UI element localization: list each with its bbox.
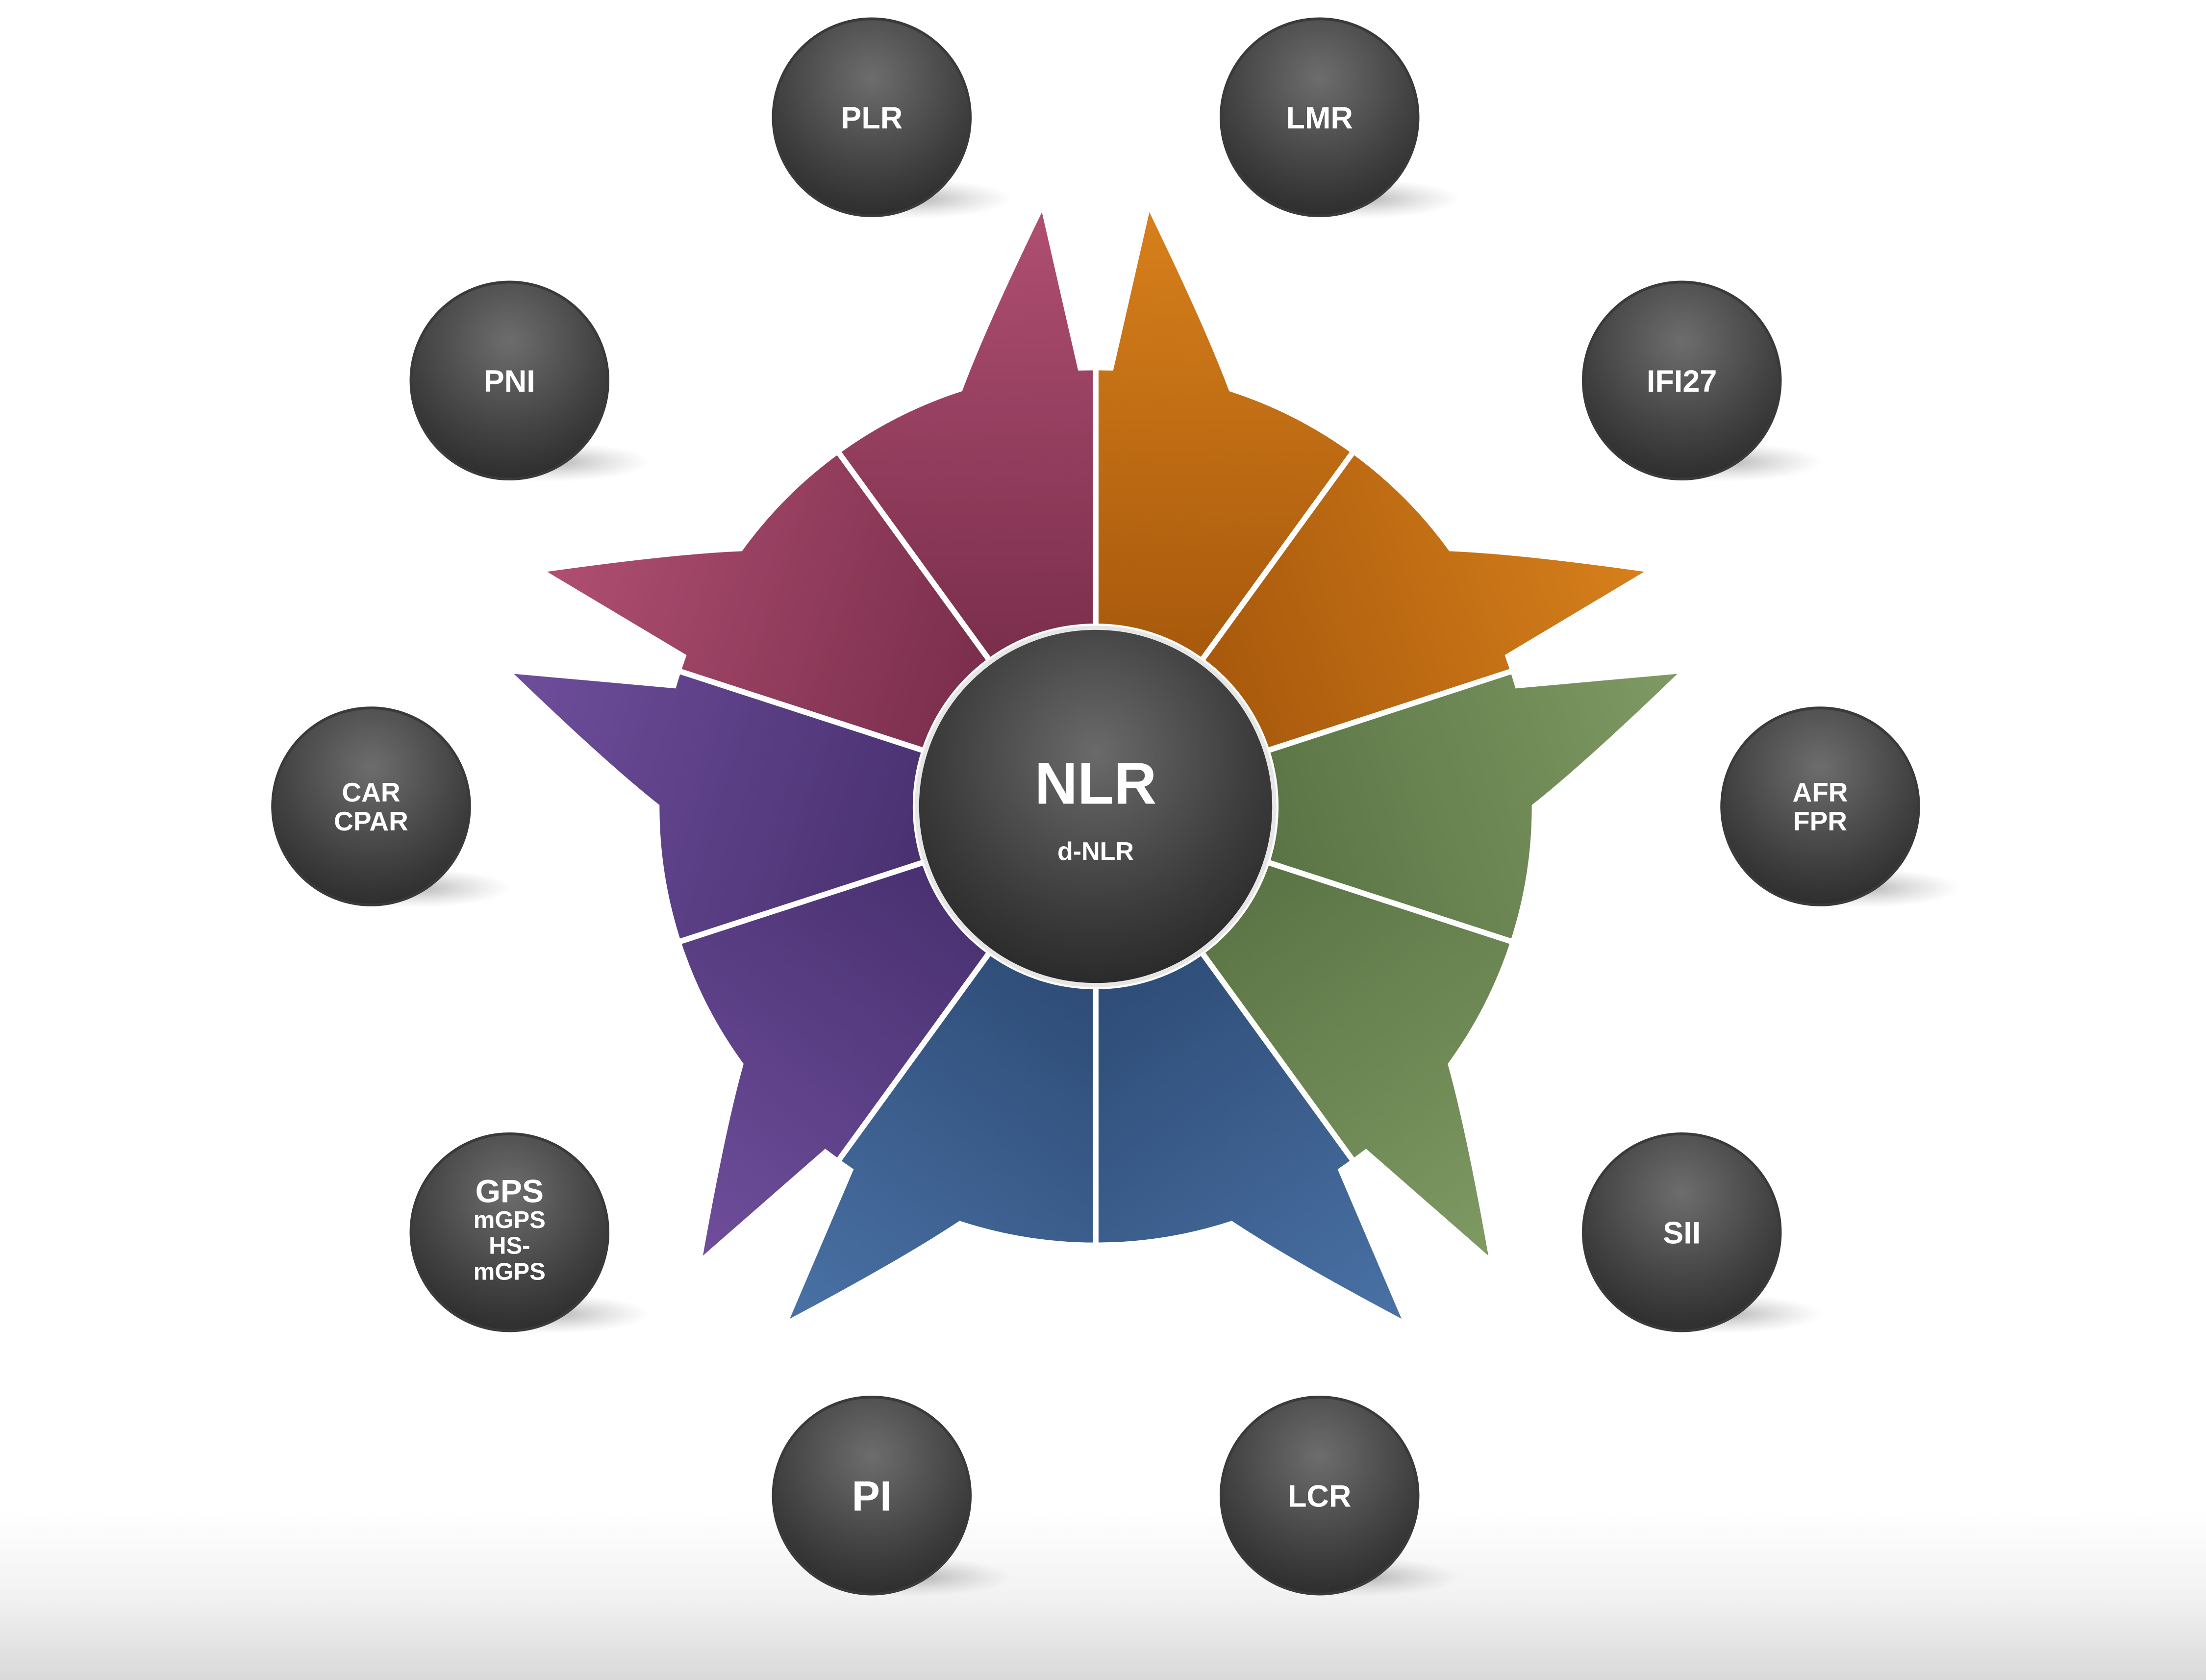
node-lmr: LMR	[1219, 17, 1460, 219]
node-circle	[271, 706, 471, 906]
center-circle	[915, 626, 1277, 987]
node-label: PNI	[484, 364, 535, 399]
wheel-segments	[498, 195, 1693, 1331]
node-circle	[1219, 1395, 1420, 1596]
node-label: PLR	[841, 101, 902, 135]
node-label: mGPS	[474, 1258, 546, 1285]
node-label: GPS	[476, 1173, 544, 1209]
node-lcr: LCR	[1219, 1395, 1460, 1597]
node-circle	[772, 1395, 972, 1596]
node-circle	[1581, 1132, 1782, 1332]
node-pni: PNI	[409, 280, 651, 482]
node-circle	[1219, 17, 1420, 218]
center-hub: NLR d-NLR	[915, 626, 1277, 987]
node-label: mGPS	[474, 1207, 546, 1233]
node-circle	[409, 1132, 610, 1332]
node-label: SII	[1663, 1216, 1701, 1251]
node-plr: PLR	[772, 17, 1013, 219]
node-label: HS-	[489, 1233, 530, 1259]
node-ifi27: IFI27	[1581, 280, 1823, 482]
node-label: PI	[852, 1473, 892, 1520]
node-pi: PI	[772, 1395, 1013, 1597]
node-label: AFR	[1792, 777, 1848, 807]
node-circle	[1581, 280, 1782, 481]
node-circle	[772, 17, 972, 218]
node-sii: SII	[1581, 1132, 1823, 1334]
node-label: CAR	[342, 777, 400, 807]
node-circle	[1720, 706, 1920, 906]
node-label: LMR	[1286, 101, 1353, 135]
node-label: FPR	[1793, 806, 1847, 836]
node-label: LCR	[1288, 1479, 1351, 1513]
node-circle	[409, 280, 610, 481]
node-label: CPAR	[334, 806, 408, 836]
center-subtitle: d-NLR	[1057, 837, 1134, 866]
center-title: NLR	[1035, 750, 1157, 816]
node-label: IFI27	[1647, 364, 1717, 399]
